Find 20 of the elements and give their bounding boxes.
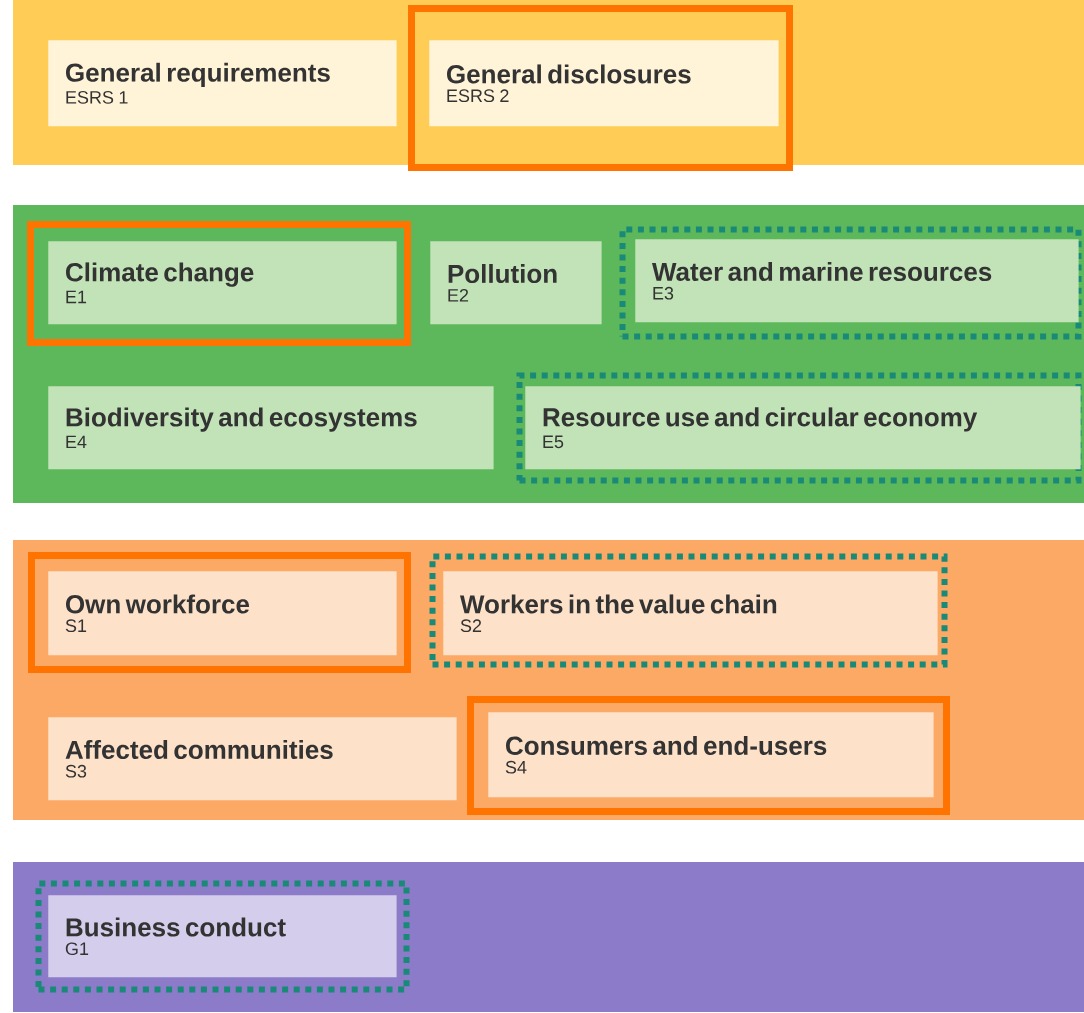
standard-box: Business conduct G1 xyxy=(48,895,397,978)
highlight-frame xyxy=(429,553,948,668)
highlight-frame xyxy=(619,226,1082,340)
standard-box: Affected communities S3 xyxy=(48,717,457,801)
standard-box: Pollution E2 xyxy=(430,241,602,325)
highlight-frame xyxy=(35,880,410,993)
highlight-frame xyxy=(516,372,1082,484)
highlight-frame xyxy=(27,221,411,346)
standard-box: General requirements ESRS 1 xyxy=(48,40,397,127)
standard-box: Resource use and circular economy E5 xyxy=(525,386,1081,470)
standard-box: Biodiversity and ecosystems E4 xyxy=(48,386,494,470)
standard-box: Own workforce S1 xyxy=(48,571,397,656)
standard-box: General disclosures ESRS 2 xyxy=(429,40,779,127)
highlight-frame xyxy=(467,696,950,815)
highlight-frame xyxy=(408,5,793,171)
standard-box: Water and marine resources E3 xyxy=(635,239,1079,323)
standard-box: Consumers and end-users S4 xyxy=(488,712,934,798)
standard-box: Workers in the value chain S2 xyxy=(443,571,938,656)
highlight-frame xyxy=(28,552,411,673)
standard-box: Climate change E1 xyxy=(48,241,397,325)
